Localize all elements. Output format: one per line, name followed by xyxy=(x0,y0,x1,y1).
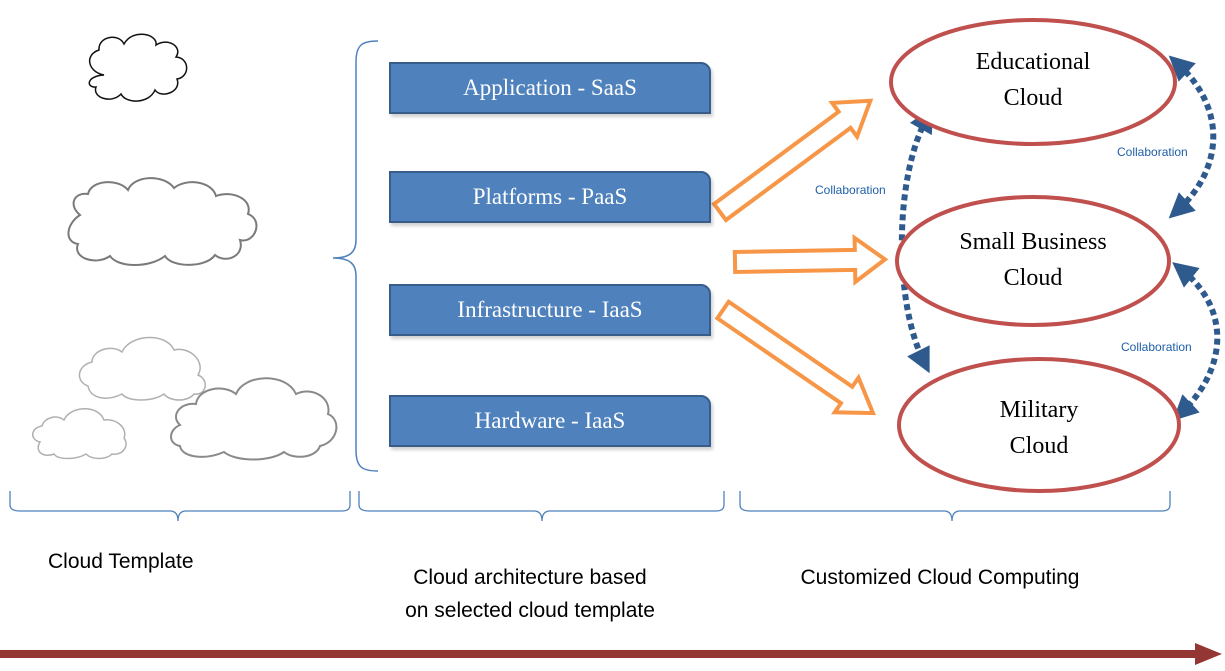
layer-label: Hardware - IaaS xyxy=(474,408,626,433)
cloud-icon-small-upper xyxy=(78,336,206,401)
layer-label: Application - SaaS xyxy=(463,75,637,100)
military-cloud-ellipse xyxy=(897,357,1181,493)
caption-cloud-template: Cloud Template xyxy=(48,550,194,573)
cloud-label-line: Military xyxy=(999,397,1079,423)
military-cloud-label: Military Cloud xyxy=(939,392,1139,464)
small-business-cloud-label: Small Business Cloud xyxy=(933,224,1133,296)
educational-cloud-label: Educational Cloud xyxy=(933,44,1133,116)
small-business-cloud-ellipse xyxy=(895,195,1171,327)
cloud-icon-wide-middle xyxy=(67,177,258,266)
caption-customized-cloud: Customized Cloud Computing xyxy=(800,566,1080,589)
cloud-label-line: Cloud xyxy=(1003,265,1063,291)
double-arrow-icon-right-top xyxy=(1168,55,1217,219)
layer-box-application: Application - SaaS xyxy=(389,62,711,114)
cloud-icon-large-top xyxy=(88,33,188,102)
layer-box-infrastructure: Infrastructure - IaaS xyxy=(389,284,711,336)
layer-box-platforms: Platforms - PaaS xyxy=(389,171,711,223)
collaboration-label-left: Collaboration xyxy=(815,183,886,197)
cloud-label-line: Educational xyxy=(975,49,1091,75)
timeline-arrow-icon xyxy=(0,643,1222,665)
layer-box-hardware: Hardware - IaaS xyxy=(389,395,711,447)
brace-icon xyxy=(332,40,379,472)
cloud-label-line: Small Business xyxy=(959,229,1107,255)
cloud-label-line: Cloud xyxy=(1009,433,1069,459)
caption-cloud-architecture: Cloud architecture based on selected clo… xyxy=(370,561,690,627)
layer-label: Infrastructure - IaaS xyxy=(457,297,643,322)
collaboration-label-bottom-right: Collaboration xyxy=(1121,340,1192,354)
arrow-right-icon-straight xyxy=(732,233,889,286)
cloud-icon-small-lower xyxy=(32,408,127,460)
cloud-label-line: Cloud xyxy=(1003,85,1063,111)
arrow-right-icon-up xyxy=(711,98,874,223)
bracket-customized xyxy=(739,491,1171,522)
caption-line: Cloud architecture based xyxy=(413,566,647,589)
layer-label: Platforms - PaaS xyxy=(472,184,628,209)
bracket-template xyxy=(9,491,351,522)
cloud-icon-medium-lower xyxy=(170,377,338,461)
double-arrow-icon-right-bottom xyxy=(1172,262,1221,421)
arrow-right-icon-down xyxy=(714,298,876,416)
bracket-architecture xyxy=(358,491,725,522)
caption-line: on selected cloud template xyxy=(405,599,655,622)
double-arrow-icon-left xyxy=(898,107,934,374)
educational-cloud-ellipse xyxy=(889,18,1177,146)
collaboration-label-top-right: Collaboration xyxy=(1117,145,1188,159)
